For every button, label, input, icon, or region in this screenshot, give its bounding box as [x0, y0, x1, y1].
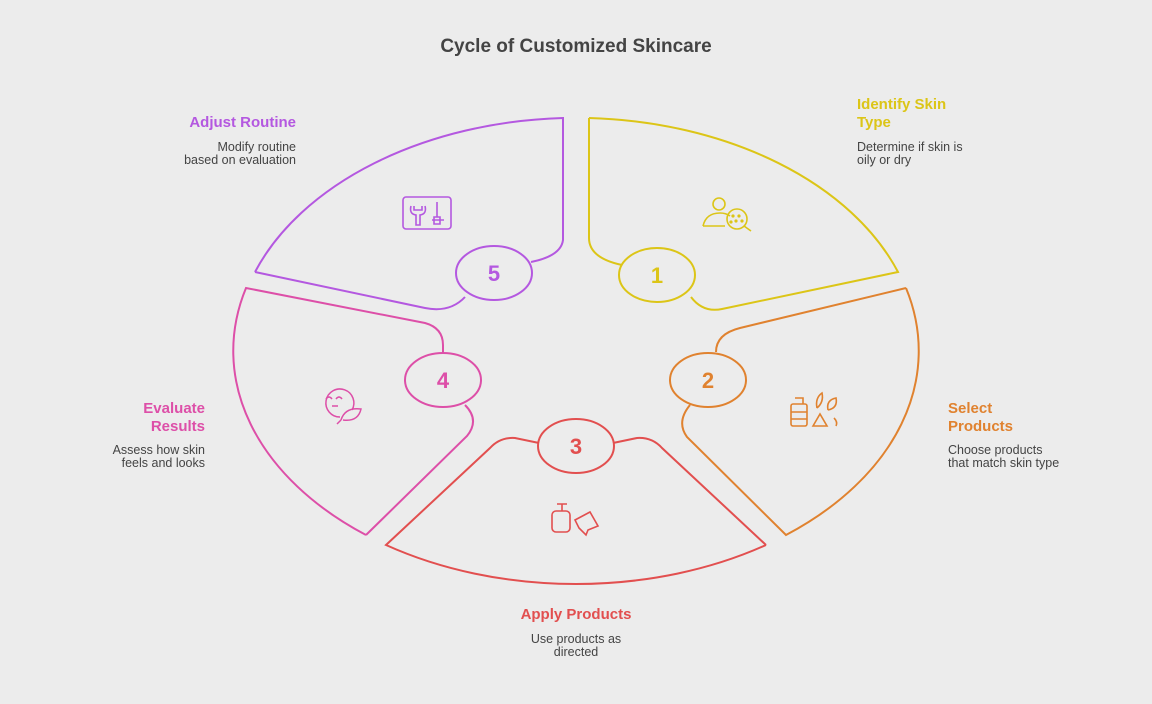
- step-3-circle: [537, 418, 615, 474]
- step-2-description: Choose products that match skin type: [948, 444, 1059, 470]
- step-5-number: 5: [488, 261, 500, 286]
- step-3-desc-line1: Use products as: [530, 632, 622, 646]
- diagram-title: Cycle of Customized Skincare: [440, 36, 712, 57]
- step-2-title-line2: Products: [948, 418, 1014, 435]
- step-1-title-line1: Identify Skin: [857, 96, 947, 113]
- person-skin-magnifier-icon: [702, 197, 752, 232]
- step-4-circle: [404, 352, 482, 408]
- pump-bottle-hand-icon: [551, 503, 600, 537]
- step-1-title: Identify Skin Type: [857, 96, 946, 132]
- step-5-desc-line1: Modify routine: [217, 140, 296, 154]
- step-3-desc-line2: directed: [553, 645, 599, 659]
- step-1-number: 1: [651, 263, 663, 288]
- step-1-description: Determine if skin is oily or dry: [857, 141, 963, 167]
- step-5-title: Adjust Routine: [189, 114, 296, 131]
- step-1-desc-line1: Determine if skin is: [857, 140, 963, 154]
- step-2-desc-line2: that match skin type: [948, 456, 1060, 470]
- step-4-title-line2: Results: [150, 418, 205, 435]
- step-4-desc-line2: feels and looks: [121, 456, 205, 470]
- step-4-number: 4: [437, 368, 450, 393]
- step-5-description: Modify routine based on evaluation: [96, 141, 296, 167]
- segment-1: [588, 117, 900, 311]
- segment-3: [384, 418, 767, 585]
- step-2-title-line1: Select: [948, 400, 993, 417]
- step-4-title-line1: Evaluate: [143, 400, 205, 417]
- step-1-desc-line2: oily or dry: [857, 153, 912, 167]
- bottles-leaves-icon: [790, 391, 838, 427]
- step-5-circle: [455, 245, 533, 301]
- step-2-desc-line1: Choose products: [948, 443, 1043, 457]
- step-5-desc-line2: based on evaluation: [184, 153, 296, 167]
- step-2-number: 2: [702, 368, 714, 393]
- segment-4: [232, 286, 482, 536]
- step-3-number: 3: [570, 434, 582, 459]
- tools-icon: [402, 196, 452, 230]
- step-1-title-line2: Type: [857, 114, 891, 131]
- step-2-title: Select Products: [948, 400, 1013, 436]
- step-4-desc-line1: Assess how skin: [112, 443, 205, 457]
- segment-2: [669, 287, 920, 537]
- step-3-title: Apply Products: [520, 606, 632, 623]
- face-leaf-icon: [325, 388, 362, 425]
- step-1-circle: [618, 247, 696, 303]
- step-4-description: Assess how skin feels and looks: [55, 444, 205, 470]
- step-3-description: Use products as directed: [426, 633, 726, 659]
- segment-5: [254, 116, 564, 311]
- step-2-circle: [669, 352, 747, 408]
- step-4-title: Evaluate Results: [55, 400, 205, 436]
